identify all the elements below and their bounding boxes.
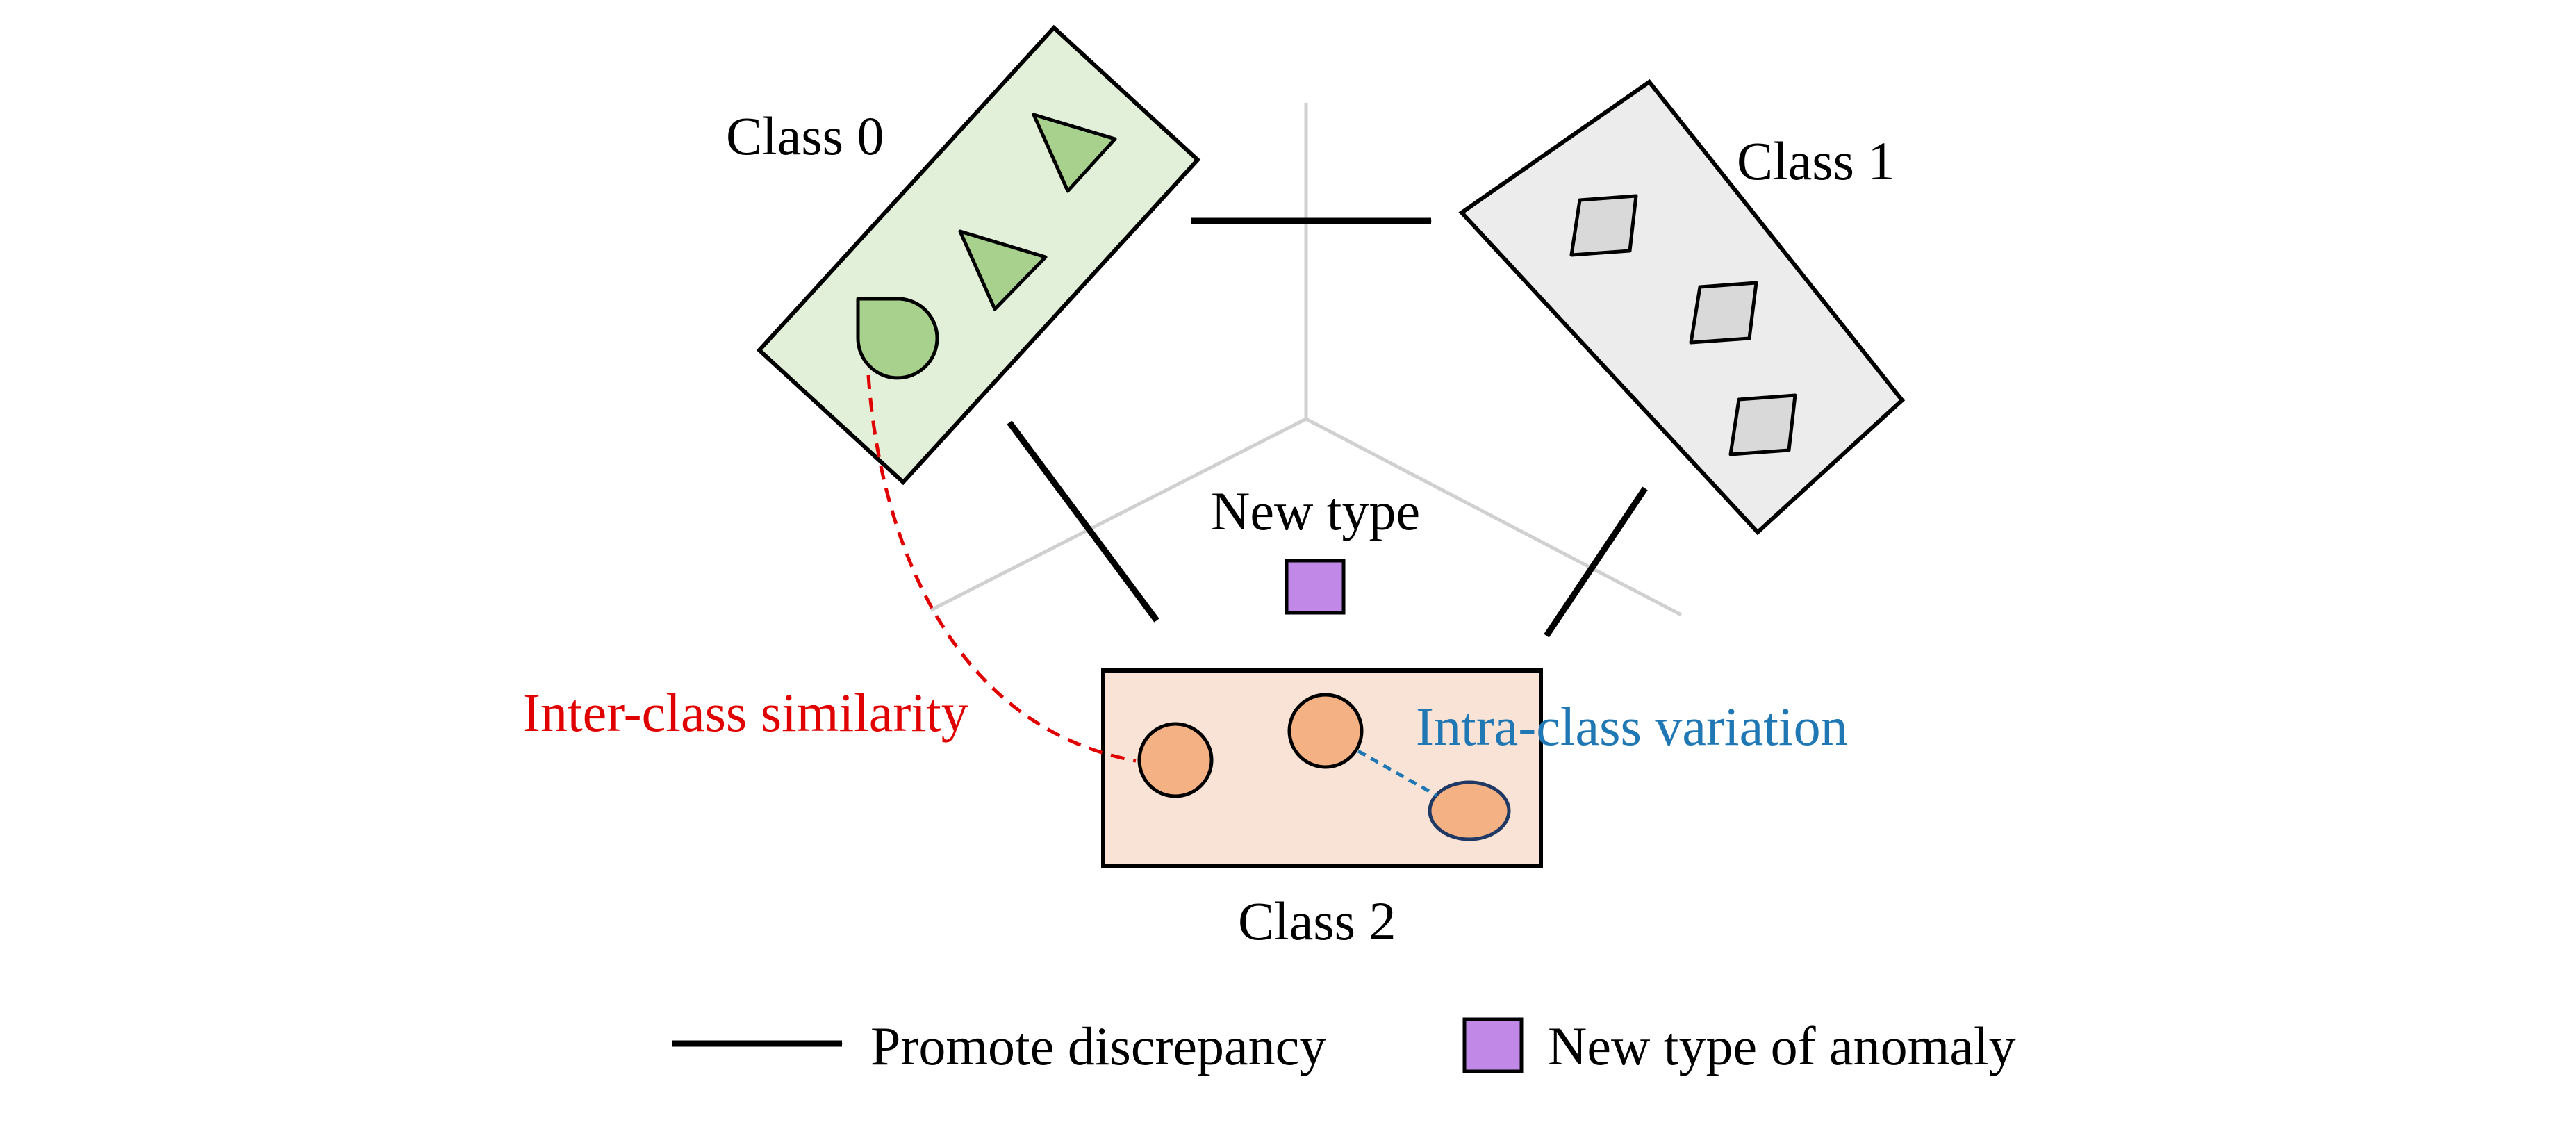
class1-label: Class 1 [1737, 131, 1895, 191]
class2-label: Class 2 [1238, 891, 1396, 951]
arrow-class0-class2 [1007, 420, 1159, 623]
class2-group: Class 2 [1101, 668, 1543, 951]
discrepancy-arrows [1007, 217, 1648, 638]
circle-shape [1137, 722, 1214, 798]
ellipse-shape [1428, 780, 1511, 841]
class0-group: Class 0 [726, 24, 1201, 486]
inter-class-label: Inter-class similarity [522, 682, 968, 743]
legend-arrow-label: Promote discrepancy [870, 1016, 1326, 1076]
triangle-shape [958, 229, 1048, 311]
triangle-shape [1032, 113, 1117, 193]
diamond-shape [1569, 194, 1638, 257]
new-type-label: New type [1211, 481, 1420, 541]
class1-group: Class 1 [1458, 79, 1906, 536]
intra-class-label: Intra-class variation [1416, 696, 1848, 757]
circle-shape [1287, 693, 1364, 769]
diamond-shape [1728, 393, 1797, 456]
intra-class-link [1357, 749, 1438, 798]
arrow-class1-class2 [1544, 486, 1648, 638]
class0-label: Class 0 [726, 106, 884, 166]
legend: Promote discrepancy New type of anomaly [672, 1016, 2016, 1076]
legend-square-label: New type of anomaly [1548, 1016, 2016, 1076]
teardrop-shape [856, 297, 939, 380]
diamond-shape [1689, 281, 1758, 345]
legend-square-icon [1462, 1017, 1524, 1073]
new-type-group: New type [1211, 481, 1420, 615]
new-type-square [1285, 559, 1346, 615]
